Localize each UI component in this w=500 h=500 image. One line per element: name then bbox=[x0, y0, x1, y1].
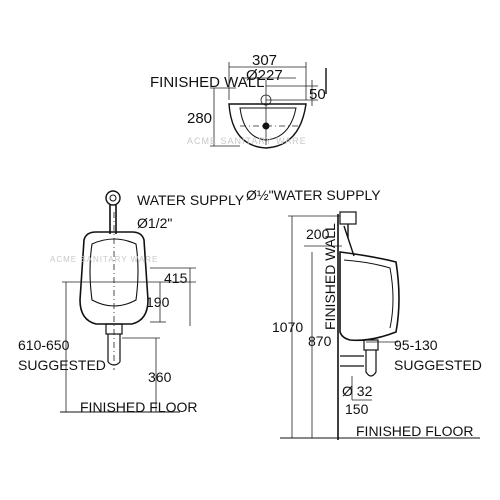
front-water-supply-label: WATER SUPPLY bbox=[137, 192, 245, 208]
side-trap-top bbox=[363, 339, 379, 351]
top-diameter-label: Ø227 bbox=[246, 67, 283, 84]
side-finished-floor-label: FINISHED FLOOR bbox=[356, 423, 473, 439]
top-width-label: 307 bbox=[252, 52, 277, 69]
front-urinal-body bbox=[79, 231, 149, 325]
side-water-supply-label: Ø½"WATER SUPPLY bbox=[246, 187, 381, 203]
top-view: FINISHED WALL 307 Ø227 50 280 ACME SANIT… bbox=[150, 52, 327, 149]
side-finished-wall-label: FINISHED WALL bbox=[322, 223, 338, 330]
front-finished-floor-label: FINISHED FLOOR bbox=[80, 399, 197, 415]
front-supply-valve bbox=[105, 190, 121, 206]
side-trap bbox=[365, 350, 377, 377]
top-depth-label: 280 bbox=[187, 110, 212, 127]
front-dim-range: 610-650 bbox=[18, 337, 70, 353]
front-urinal-bowl bbox=[89, 238, 139, 307]
front-watermark: ACME SANITARY WARE bbox=[50, 255, 158, 264]
side-dim-200: 200 bbox=[306, 226, 330, 242]
side-dim-range: 95-130 bbox=[394, 337, 438, 353]
side-urinal-inner bbox=[343, 259, 394, 329]
front-dim-360: 360 bbox=[148, 369, 172, 385]
side-view: Ø½"WATER SUPPLY 200 FINISHED WALL 1070 8… bbox=[246, 187, 482, 440]
top-finished-wall-label: FINISHED WALL bbox=[150, 74, 264, 91]
side-dim-150: 150 bbox=[345, 401, 369, 417]
side-suggested-label: SUGGESTED bbox=[394, 357, 482, 373]
side-dim-870: 870 bbox=[308, 333, 332, 349]
side-supply-fitting bbox=[339, 211, 357, 225]
top-watermark: ACME SANITARY WARE bbox=[187, 136, 307, 146]
front-dim-190: 190 bbox=[146, 294, 170, 310]
front-pipe-size-label: Ø1/2" bbox=[137, 215, 172, 231]
top-offset-label: 50 bbox=[309, 86, 326, 103]
side-dim-1070: 1070 bbox=[272, 319, 303, 335]
side-urinal-body bbox=[339, 251, 400, 342]
side-outlet-diameter: Ø 32 bbox=[342, 383, 373, 399]
front-suggested-label: SUGGESTED bbox=[18, 357, 106, 373]
front-view: WATER SUPPLY Ø1/2" 415 190 610-650 SUGGE… bbox=[18, 190, 245, 415]
front-dim-415: 415 bbox=[164, 270, 188, 286]
top-bowl-outline bbox=[228, 103, 307, 149]
